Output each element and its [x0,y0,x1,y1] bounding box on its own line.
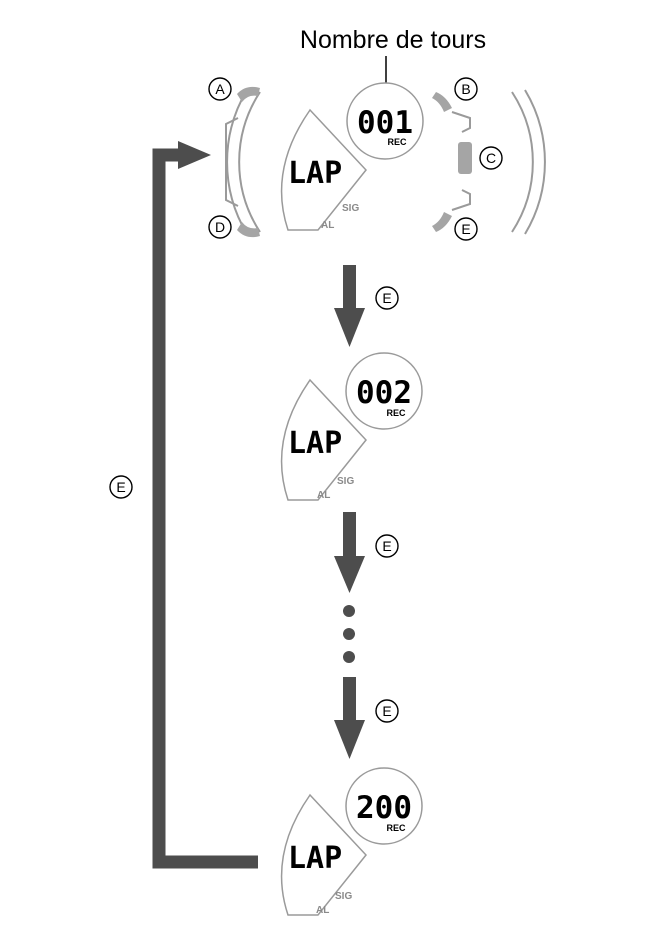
svg-text:E: E [382,538,391,554]
al-label: AL [317,490,330,501]
mode-label: LAP [288,156,342,191]
step-arrow-2 [334,512,365,593]
label-button-c: C [479,146,503,170]
watch-case [225,89,546,235]
caption-lap-count: Nombre de tours [300,26,486,54]
svg-text:E: E [116,479,125,495]
sig-label: SIG [342,203,359,214]
mode-label: LAP [288,426,342,461]
label-button-e: E [454,217,478,241]
sig-label: SIG [337,476,354,487]
ellipsis-dots [343,605,355,663]
svg-text:E: E [461,221,470,237]
step-label-3: E [375,699,399,723]
button-d-shape[interactable] [237,222,260,238]
counter-circle [345,767,423,845]
step-label-1: E [375,286,399,310]
svg-text:C: C [486,150,496,166]
lap-counter: 200 [356,790,412,826]
step-arrow-1 [334,265,365,347]
display-lap-001: LAP SIG AL 001 REC [280,82,424,231]
display-face-outline [280,378,367,501]
svg-text:A: A [215,81,225,97]
lap-counter: 002 [356,375,412,411]
loop-back-arrow [152,141,258,869]
svg-text:E: E [382,703,391,719]
svg-text:E: E [382,290,391,306]
lap-counter: 001 [357,105,413,141]
sig-label: SIG [335,891,352,902]
display-lap-200: LAP SIG AL 200 REC [280,767,423,916]
button-labels: A B C D E [208,77,503,241]
mode-label: LAP [288,841,342,876]
loop-label: E [109,475,133,499]
step-arrow-3 [334,677,365,759]
rec-label: REC [387,137,407,147]
button-c-shape[interactable] [458,142,472,174]
svg-text:B: B [461,81,470,97]
counter-circle [346,82,424,160]
rec-label: REC [386,408,406,418]
counter-circle [345,352,423,430]
watch-buttons [237,86,472,238]
display-face-outline [280,793,367,916]
button-a-shape[interactable] [237,86,260,102]
display-lap-002: LAP SIG AL 002 REC [280,352,423,501]
step-label-2: E [375,534,399,558]
label-button-b: B [454,77,478,101]
svg-text:D: D [215,219,225,235]
al-label: AL [321,220,334,231]
label-button-d: D [208,215,232,239]
display-face-outline [280,108,367,231]
button-b-shape[interactable] [432,92,452,112]
label-button-a: A [208,77,232,101]
button-e-shape[interactable] [432,212,452,232]
rec-label: REC [386,823,406,833]
al-label: AL [316,905,329,916]
